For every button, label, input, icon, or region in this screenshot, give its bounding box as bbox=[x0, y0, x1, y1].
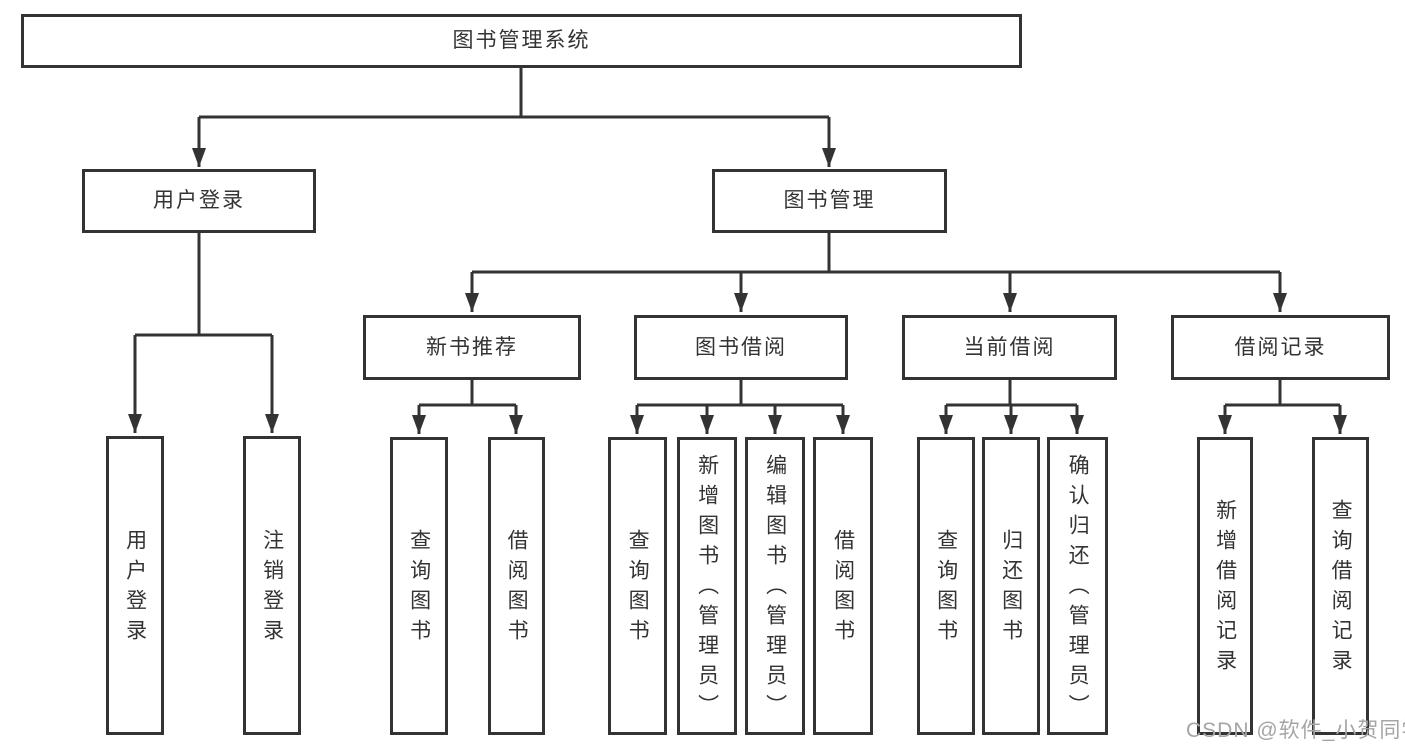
csdn-watermark: CSDN @软件_小贺同学 bbox=[1186, 719, 1405, 742]
node-user-login-group: 用户登录 bbox=[82, 169, 316, 233]
leaf-query-borrow-record: 查询借阅记录 bbox=[1312, 437, 1369, 735]
node-borrow-records: 借阅记录 bbox=[1171, 315, 1390, 380]
leaf-edit-books-admin: 编辑图书（管理员） bbox=[745, 437, 805, 735]
node-book-borrow: 图书借阅 bbox=[634, 315, 848, 380]
leaf-borrow-books-2: 借阅图书 bbox=[813, 437, 873, 735]
node-book-mgmt-system: 图书管理系统 bbox=[21, 14, 1022, 68]
node-book-mgmt-group: 图书管理 bbox=[712, 169, 947, 233]
node-current-borrow: 当前借阅 bbox=[902, 315, 1117, 380]
leaf-query-books-2: 查询图书 bbox=[608, 437, 667, 735]
leaf-user-login: 用户登录 bbox=[106, 436, 164, 735]
node-new-book-recommend: 新书推荐 bbox=[363, 315, 581, 380]
leaf-return-books: 归还图书 bbox=[982, 437, 1040, 735]
leaf-logout: 注销登录 bbox=[243, 436, 301, 735]
leaf-confirm-return-admin: 确认归还（管理员） bbox=[1047, 437, 1108, 735]
leaf-query-books-3: 查询图书 bbox=[917, 437, 975, 735]
leaf-borrow-books-1: 借阅图书 bbox=[488, 437, 545, 735]
leaf-add-borrow-record: 新增借阅记录 bbox=[1197, 437, 1253, 735]
leaf-add-books-admin: 新增图书（管理员） bbox=[677, 437, 737, 735]
leaf-query-books-1: 查询图书 bbox=[390, 437, 448, 735]
